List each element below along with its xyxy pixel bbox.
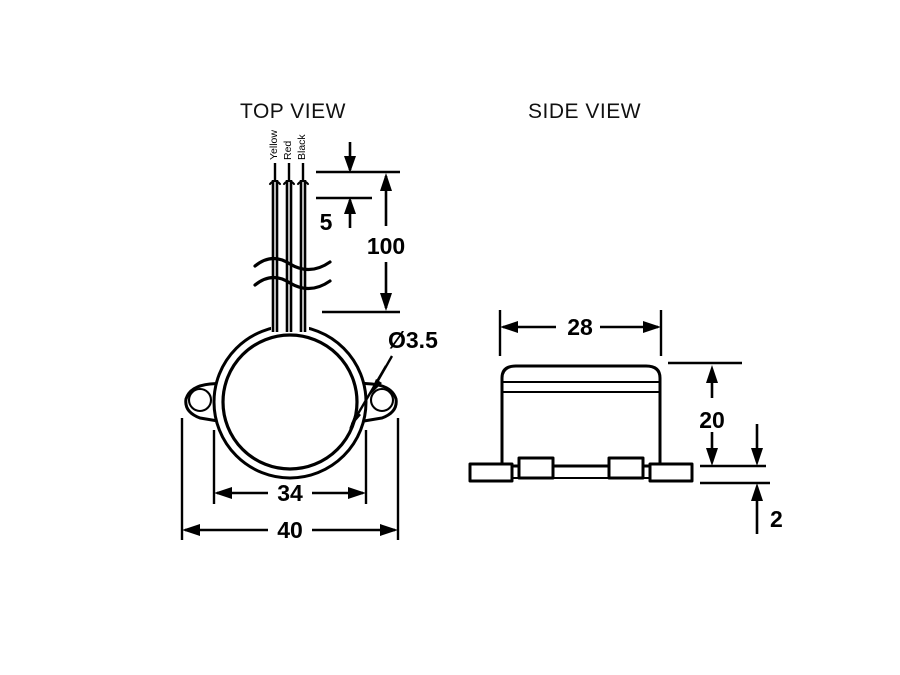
mounting-hole-right xyxy=(369,387,395,413)
dim-34-arrowhead-right xyxy=(348,487,366,499)
side-view-body-group xyxy=(468,364,694,483)
dim-2-arrowhead-bottom xyxy=(751,483,763,501)
top-view-title: TOP VIEW xyxy=(240,100,346,123)
dim-20-label: 20 xyxy=(699,407,725,433)
wire-labels-group: Yellow Red Black xyxy=(268,130,308,160)
dim-5-label: 5 xyxy=(320,209,333,235)
dim-5-arrowhead-top xyxy=(344,156,356,173)
dim-28-label: 28 xyxy=(567,314,593,340)
side-pin-inner-left xyxy=(517,456,555,480)
dim-40-label: 40 xyxy=(277,517,303,543)
dim-40-arrowhead-right xyxy=(380,524,398,536)
dim-28-group: 28 xyxy=(498,310,663,356)
wire-shoulder-red xyxy=(282,179,296,186)
dim-34-label: 34 xyxy=(277,480,303,506)
dim-20-arrowhead-top xyxy=(706,365,718,383)
dim-2-group: 2 xyxy=(700,424,783,534)
mounting-hole-left xyxy=(187,387,213,413)
dim-40-group: 40 xyxy=(180,418,400,543)
side-foot-right xyxy=(648,462,694,483)
dim-5-arrowhead-bottom xyxy=(344,197,356,214)
dim-28-arrowhead-right xyxy=(643,321,661,333)
dim-34-arrowhead-left xyxy=(214,487,232,499)
dim-40-arrowhead-left xyxy=(182,524,200,536)
dim-20-group: 20 xyxy=(668,361,766,468)
wire-leads-group xyxy=(268,163,310,310)
side-foot-left xyxy=(468,462,514,483)
wire-shoulder-yellow xyxy=(268,179,282,186)
dim-34-group: 34 xyxy=(212,430,368,506)
dim-100-arrowhead-top xyxy=(380,173,392,191)
wire-label-yellow: Yellow xyxy=(268,130,280,160)
dim-100-arrowhead-bottom xyxy=(380,293,392,311)
dim-20-arrowhead-bottom xyxy=(706,448,718,466)
dim-2-label: 2 xyxy=(770,506,783,532)
wire-shoulder-black xyxy=(296,179,310,186)
dim-dia-3-5-label: Ø3.5 xyxy=(388,327,438,353)
dim-100-group: 100 xyxy=(322,173,405,314)
dim-dia-3-5-arrowhead-b xyxy=(349,411,361,429)
side-view-title: SIDE VIEW xyxy=(528,100,641,123)
side-pin-inner-right xyxy=(607,456,645,480)
body-outer-circle xyxy=(212,324,368,480)
dim-5-group: 5 xyxy=(316,142,400,235)
wire-label-black: Black xyxy=(296,134,308,160)
dim-100-label: 100 xyxy=(367,233,405,259)
wire-label-red: Red xyxy=(282,141,294,160)
body-inner-circle xyxy=(221,333,359,471)
dim-28-arrowhead-left xyxy=(500,321,518,333)
dim-2-arrowhead-top xyxy=(751,448,763,466)
wire-break-symbol xyxy=(253,256,332,291)
dim-dia-3-5-group: Ø3.5 xyxy=(349,327,438,429)
